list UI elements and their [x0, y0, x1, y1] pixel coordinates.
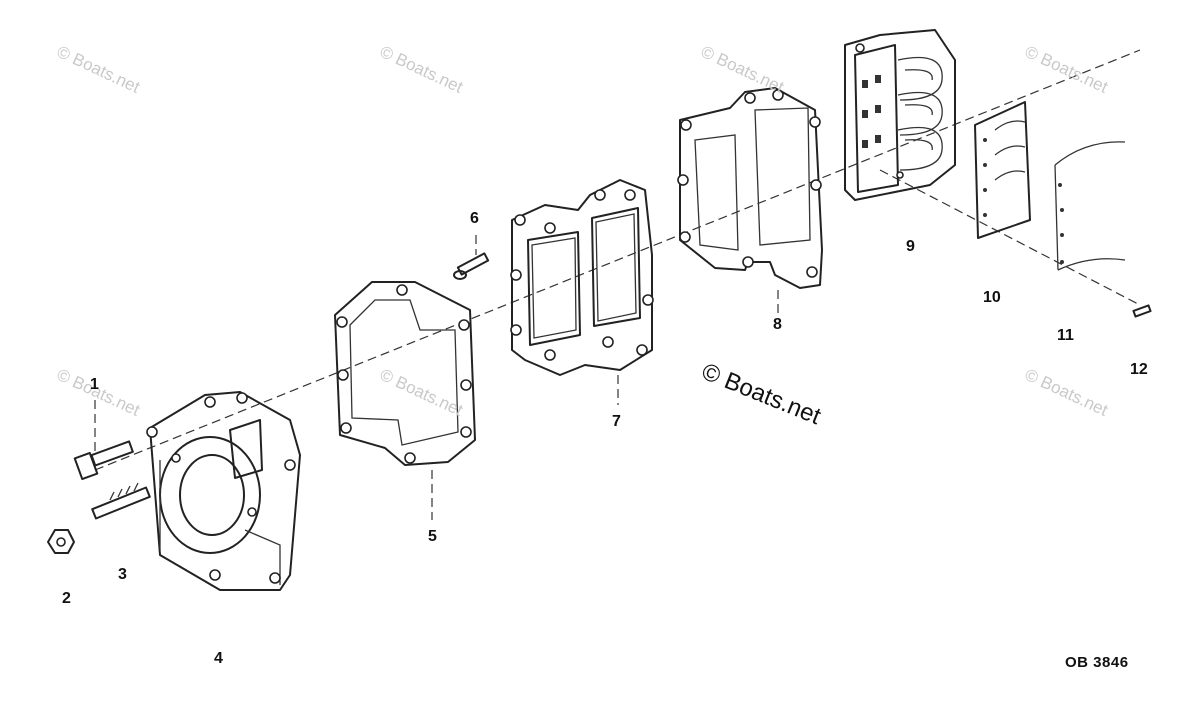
callout-3: 3: [118, 566, 127, 583]
callout-1: 1: [90, 376, 99, 393]
part-10-reed-petals: [974, 101, 1031, 239]
callout-9: 9: [906, 238, 915, 255]
part-12-screw: [1132, 304, 1152, 318]
drawing-code: OB 3846: [1065, 654, 1129, 671]
part-4-intake-housing: [146, 391, 301, 591]
part-2-nut: [47, 529, 75, 554]
callout-12: 12: [1130, 361, 1148, 378]
part-11-reed-stop: [1054, 141, 1126, 271]
callout-11: 11: [1057, 327, 1074, 344]
callout-7: 7: [612, 413, 621, 430]
part-9-reed-cage: [844, 29, 956, 201]
part-8-gasket: [677, 87, 823, 315]
callout-10: 10: [983, 289, 1001, 306]
part-3-stud: [91, 482, 151, 520]
reed-axis-line: [879, 169, 1141, 306]
callout-6: 6: [470, 210, 479, 227]
callout-5: 5: [428, 528, 437, 545]
part-6-screw: [453, 235, 490, 280]
part-5-gasket: [334, 281, 476, 520]
part-7-reed-plate: [510, 179, 654, 405]
callout-4: 4: [214, 650, 223, 667]
part-1-screw: [73, 400, 134, 481]
callout-2: 2: [62, 590, 71, 607]
assembly-axis-line: [94, 49, 1141, 471]
callout-8: 8: [773, 316, 782, 333]
